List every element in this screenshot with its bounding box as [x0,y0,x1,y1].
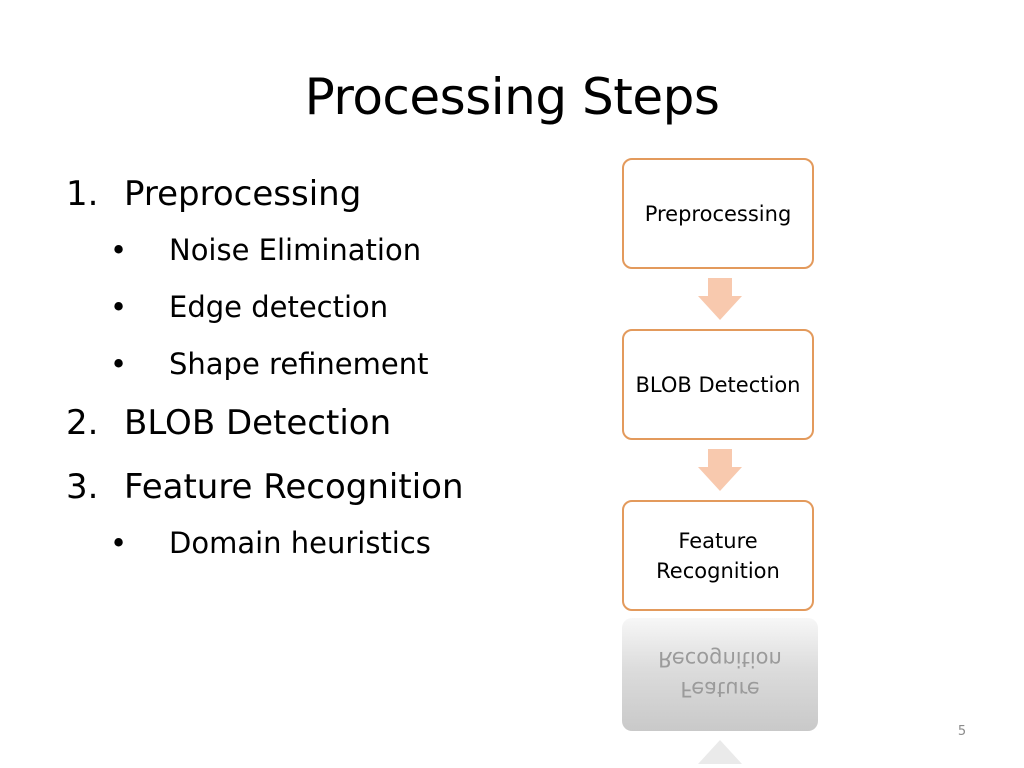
sub-item-label: Noise Elimination [169,233,422,267]
flow-box-feature-recognition: Feature Recognition [622,500,814,611]
sub-item: • Noise Elimination [66,230,586,270]
bullet-icon: • [110,526,128,560]
sub-item-label: Domain heuristics [169,526,431,560]
sub-list: • Noise Elimination • Edge detection • S… [66,230,586,384]
step-item: 1. Preprocessing • Noise Elimination • E… [66,172,586,384]
step-label: Feature Recognition [124,467,464,507]
sub-item: • Domain heuristics [66,523,586,563]
bullet-icon: • [110,290,128,324]
step-label: BLOB Detection [124,403,392,443]
down-arrow-icon [698,449,742,491]
slide-title: Processing Steps [304,68,720,126]
reflected-arrow-icon [698,740,742,764]
flow-box-label: Feature Recognition [656,528,780,583]
process-flowchart: Preprocessing BLOB Detection Feature Rec… [622,158,818,768]
reflected-box: Feature Recognition [622,618,818,731]
step-number: 1. [66,174,99,214]
steps-list: 1. Preprocessing • Noise Elimination • E… [66,172,586,580]
bullet-icon: • [110,233,128,267]
step-line: 2. BLOB Detection [66,401,586,445]
page-number: 5 [957,724,967,739]
bullet-icon: • [110,347,128,381]
flow-box-label: BLOB Detection [635,372,801,397]
step-number: 2. [66,403,99,443]
step-item: 3. Feature Recognition • Domain heuristi… [66,465,586,563]
down-arrow-icon [698,278,742,320]
sub-item: • Shape refinement [66,344,586,384]
step-line: 3. Feature Recognition [66,465,586,509]
step-label: Preprocessing [124,174,362,214]
step-item: 2. BLOB Detection [66,401,586,445]
flow-box-preprocessing: Preprocessing [622,158,814,269]
step-line: 1. Preprocessing [66,172,586,216]
flow-box-label: Preprocessing [644,201,792,226]
sub-item-label: Edge detection [169,290,389,324]
flowchart-reflection: Feature Recognition [622,618,818,768]
sub-item: • Edge detection [66,287,586,327]
flow-box-blob-detection: BLOB Detection [622,329,814,440]
sub-item-label: Shape refinement [169,347,429,381]
step-number: 3. [66,467,99,507]
sub-list: • Domain heuristics [66,523,586,563]
reflected-box-label: Feature Recognition [658,647,782,702]
